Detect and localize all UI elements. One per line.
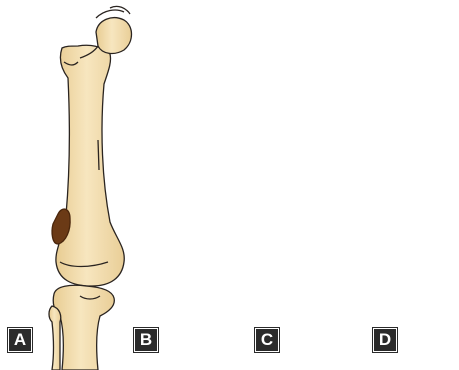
panel-label-c: C (255, 328, 279, 352)
femur-shaft (56, 45, 124, 286)
femoral-head-fragment (96, 6, 130, 18)
fibula-a (49, 306, 61, 370)
panel-a-figure (49, 6, 132, 370)
femoral-head (96, 18, 132, 54)
panel-label-b: B (134, 328, 158, 352)
panel-label-d: D (373, 328, 397, 352)
panel-label-a: A (8, 328, 32, 352)
